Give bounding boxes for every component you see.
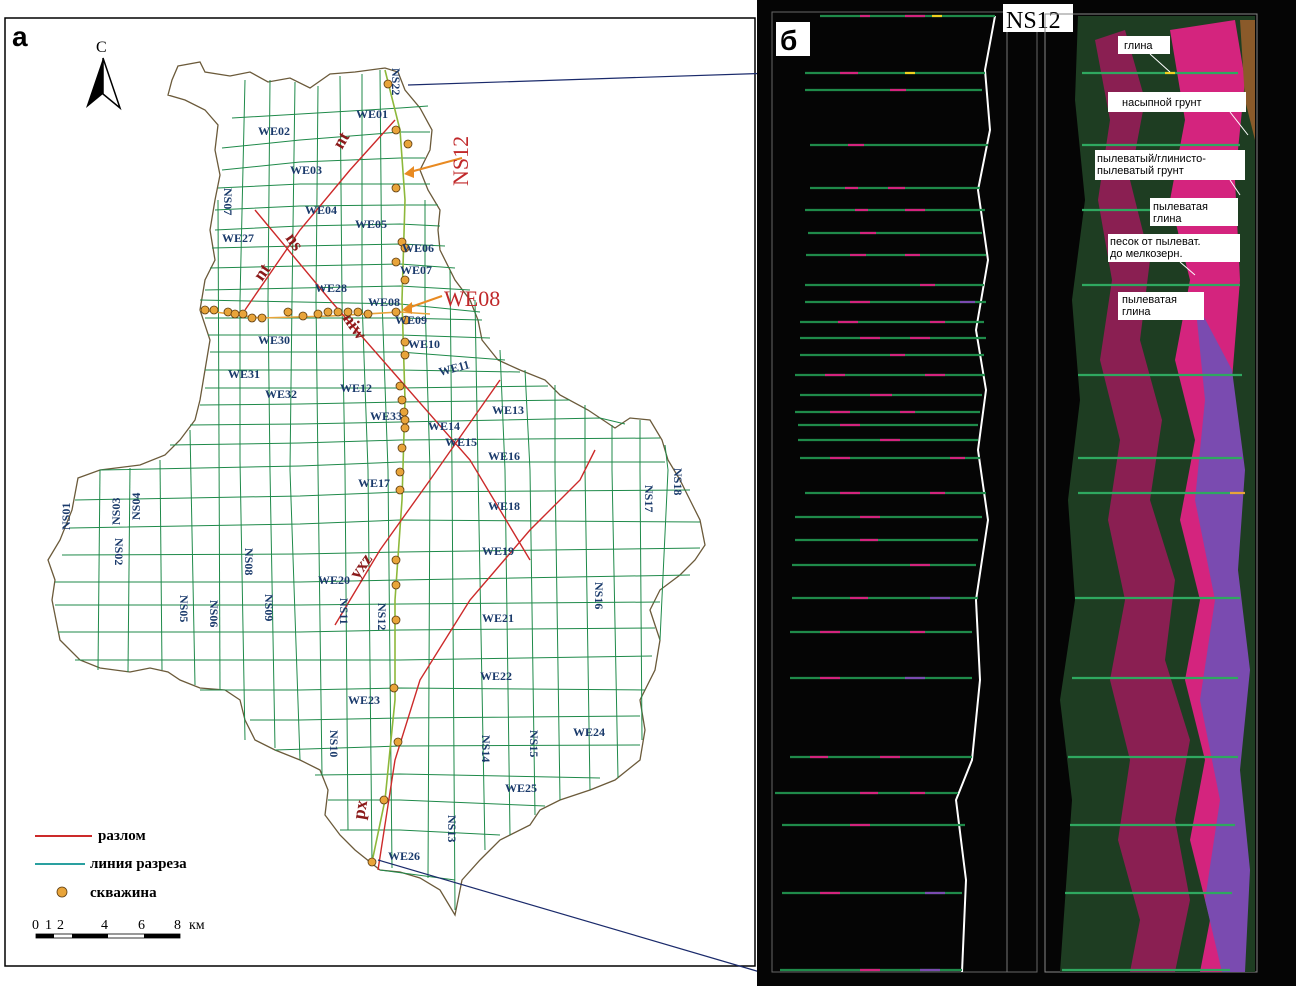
section-label: WE05 [355,217,387,231]
highlight-callouts: NS12 WE08 [402,136,500,314]
panel-b-label: б [780,25,797,56]
layer-label: глина [1124,40,1153,52]
well-log-section [771,11,1038,973]
section-label: NS16 [592,582,606,609]
fault-label: px [348,798,371,820]
scale-tick: 6 [138,918,145,933]
section-label: WE22 [480,669,512,683]
section-label: WE14 [428,419,460,433]
scale-tick: 2 [57,918,64,933]
wells [200,79,413,867]
section-label: NS02 [112,538,126,565]
connector-bottom [377,859,761,973]
section-label: WE26 [388,849,420,863]
section-label: WE10 [408,337,440,351]
section-label: WE32 [265,387,297,401]
section-label: WE13 [492,403,524,417]
section-label: NS08 [242,548,256,575]
section-label: NS03 [109,498,123,525]
panel-b: б [757,0,1296,986]
we-line-labels: WE01 WE02 WE03 WE04 WE05 WE06 WE07 WE28 … [222,107,605,863]
section-label: WE31 [228,367,260,381]
ns-line-labels: NS01 NS02 NS03 NS04 NS05 NS06 NS07 NS08 … [59,68,685,842]
legend-item: линия разреза [90,856,187,872]
section-label: NS06 [207,600,221,627]
section-label: NS13 [445,815,459,842]
section-label: NS07 [221,188,235,215]
section-label: WE27 [222,231,254,245]
panel-a-label: а [12,21,28,52]
section-label: NS12 [375,603,389,630]
section-label: WE30 [258,333,290,347]
section-label: WE19 [482,544,514,558]
section-label: WE06 [402,241,434,255]
study-area-boundary [47,61,706,917]
section-label: WE07 [400,263,432,277]
legend-item: скважина [90,885,157,901]
scale-tick: 0 [32,918,39,933]
section-label: WE25 [505,781,537,795]
scale-bar: 0 1 2 4 6 8 км [32,918,205,939]
section-label: WE15 [445,435,477,449]
section-label: WE02 [258,124,290,138]
section-label: WE08 [368,295,400,309]
section-label: WE03 [290,163,322,177]
section-label: NS17 [642,485,656,512]
faults [244,119,596,871]
scale-tick: 8 [174,918,181,933]
section-label: NS18 [671,468,685,495]
ns12-highlight-label: NS12 [448,136,473,186]
section-label: NS05 [177,595,191,622]
section-label: WE24 [573,725,605,739]
section-label: NS09 [262,594,276,621]
layer-label: насыпной грунт [1122,97,1202,109]
section-label: NS11 [337,598,351,625]
section-label: NS10 [327,730,341,757]
scale-tick: 4 [101,918,108,933]
we08-highlight-label: WE08 [444,286,500,311]
section-label: WE04 [305,203,337,217]
lithology-labels: глина насыпной грунт пылеватый/глинисто-… [1095,36,1249,320]
section-label: WE28 [315,281,347,295]
section-label: WE16 [488,449,520,463]
section-label: NS04 [129,493,143,520]
layer-label: пылеватый/глинисто-пылеватый грунт [1097,153,1206,177]
section-label: NS15 [527,730,541,757]
layer-label: песок от пылеват.до мелкозерн. [1110,236,1201,260]
section-label: WE23 [348,693,380,707]
section-label: NS22 [389,68,403,95]
legend-item: разлом [98,828,146,844]
connector-top [407,71,806,86]
section-label: WE17 [358,476,390,490]
section-label: WE21 [482,611,514,625]
north-arrow-icon: С [86,39,122,111]
section-label: WE09 [395,313,427,327]
scale-tick: 1 [45,918,52,933]
legend: разлом линия разреза скважина [35,828,187,901]
section-label: WE18 [488,499,520,513]
section-label: NS14 [479,735,493,762]
north-label: С [96,39,107,56]
section-label: WE12 [340,381,372,395]
section-label: WE01 [356,107,388,121]
section-title: NS12 [1006,8,1061,34]
section-label: WE20 [318,573,350,587]
section-label: NS01 [59,503,73,530]
section-label: WE33 [370,409,402,423]
panel-a: а С [4,17,756,967]
scale-unit: км [189,918,205,933]
